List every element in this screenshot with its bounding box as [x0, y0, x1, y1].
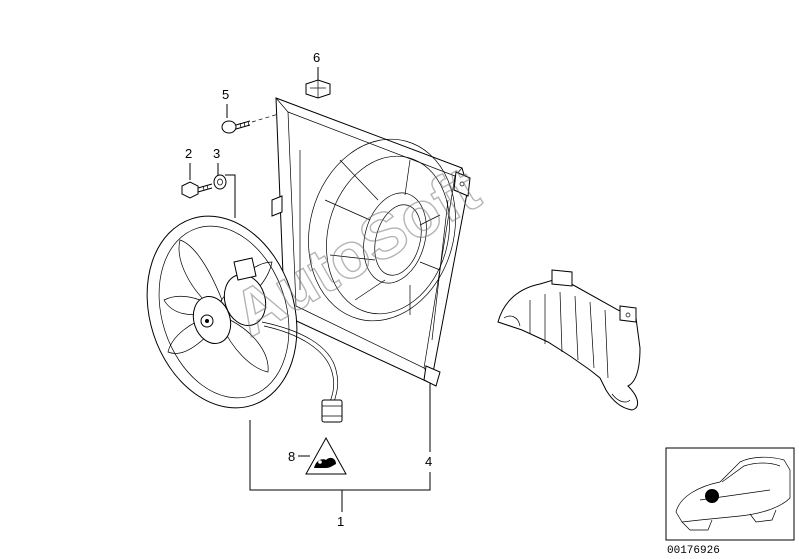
fan-shroud-part-4: [271, 97, 471, 387]
location-marker-icon: [705, 489, 719, 503]
vehicle-thumbnail: [665, 447, 795, 541]
callout-8: 8: [288, 449, 295, 464]
bolt-part-2: [181, 181, 213, 199]
fan-motor-part-1: [146, 215, 343, 423]
callout-1: 1: [337, 514, 344, 529]
callout-5: 5: [222, 87, 229, 102]
washer-part-3: [213, 174, 227, 190]
air-duct-part: [497, 269, 641, 411]
clip-nut-part-6: [305, 79, 331, 99]
leader-lines: [189, 67, 431, 512]
warning-label-part-8: [305, 436, 347, 475]
callout-6: 6: [313, 50, 320, 65]
reference-number: 00176926: [667, 545, 720, 557]
callout-3: 3: [213, 146, 220, 161]
callout-4: 4: [425, 454, 432, 469]
screw-part-5: [221, 111, 286, 134]
callout-2: 2: [185, 146, 192, 161]
